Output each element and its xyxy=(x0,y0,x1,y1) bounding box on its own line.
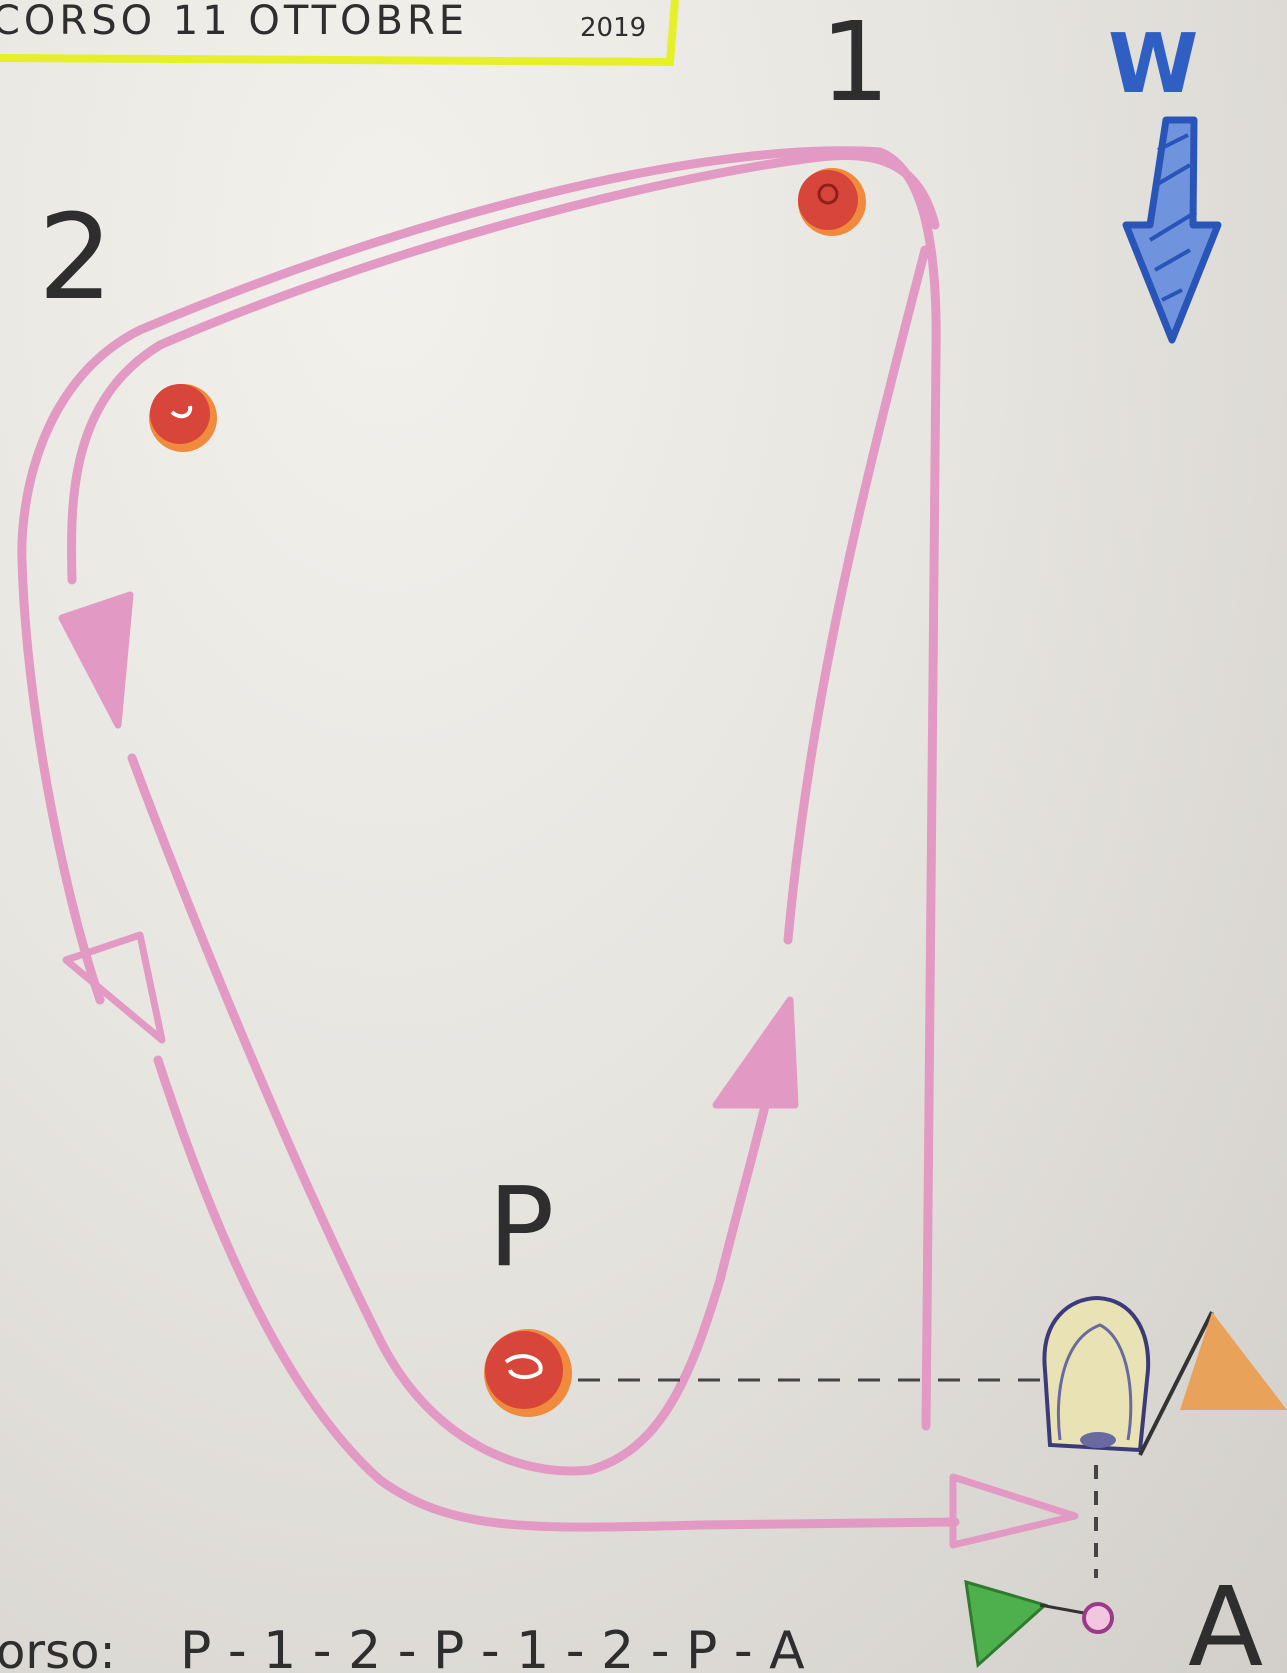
mark-p-label: P xyxy=(488,1163,554,1291)
header-year: 2019 xyxy=(580,13,646,43)
arrow-down-left-icon xyxy=(58,591,134,729)
mark-a-label: A xyxy=(1188,1563,1263,1673)
orange-flag-icon xyxy=(1138,1311,1287,1456)
mark-2-buoy xyxy=(149,384,217,452)
arrow-finish-icon xyxy=(949,1473,1079,1549)
start-leg-line xyxy=(875,147,941,1431)
down-leg-inner xyxy=(127,753,775,1476)
upper-leg-inner xyxy=(67,150,940,585)
mark-p-buoy xyxy=(484,1329,572,1417)
wind-indicator: W xyxy=(1108,17,1222,344)
course-sequence-text: P - 1 - 2 - P - 1 - 2 - P - A xyxy=(180,1621,805,1673)
header-box: CORSO 11 OTTOBRE 2019 xyxy=(0,0,679,67)
mark-1-buoy xyxy=(798,168,866,236)
course-path xyxy=(17,146,960,1532)
course-sequence: orso: P - 1 - 2 - P - 1 - 2 - P - A xyxy=(0,1621,805,1673)
upper-leg-outer xyxy=(17,146,885,1005)
mark-2-label: 2 xyxy=(38,188,113,326)
mark-1-label: 1 xyxy=(820,0,890,126)
arrow-down-left-2-icon xyxy=(62,931,166,1044)
committee-boat xyxy=(1042,1295,1151,1453)
green-flag-pin-icon xyxy=(964,1579,1114,1668)
wind-arrow-icon xyxy=(1122,116,1222,344)
wind-label: W xyxy=(1108,17,1198,112)
up-leg-line xyxy=(783,245,930,945)
course-label: orso: xyxy=(0,1624,116,1673)
arrow-up-icon xyxy=(712,996,799,1109)
course-arrows xyxy=(58,591,1079,1549)
down-leg-outer xyxy=(153,1055,960,1532)
header-title: CORSO 11 OTTOBRE xyxy=(0,0,468,44)
